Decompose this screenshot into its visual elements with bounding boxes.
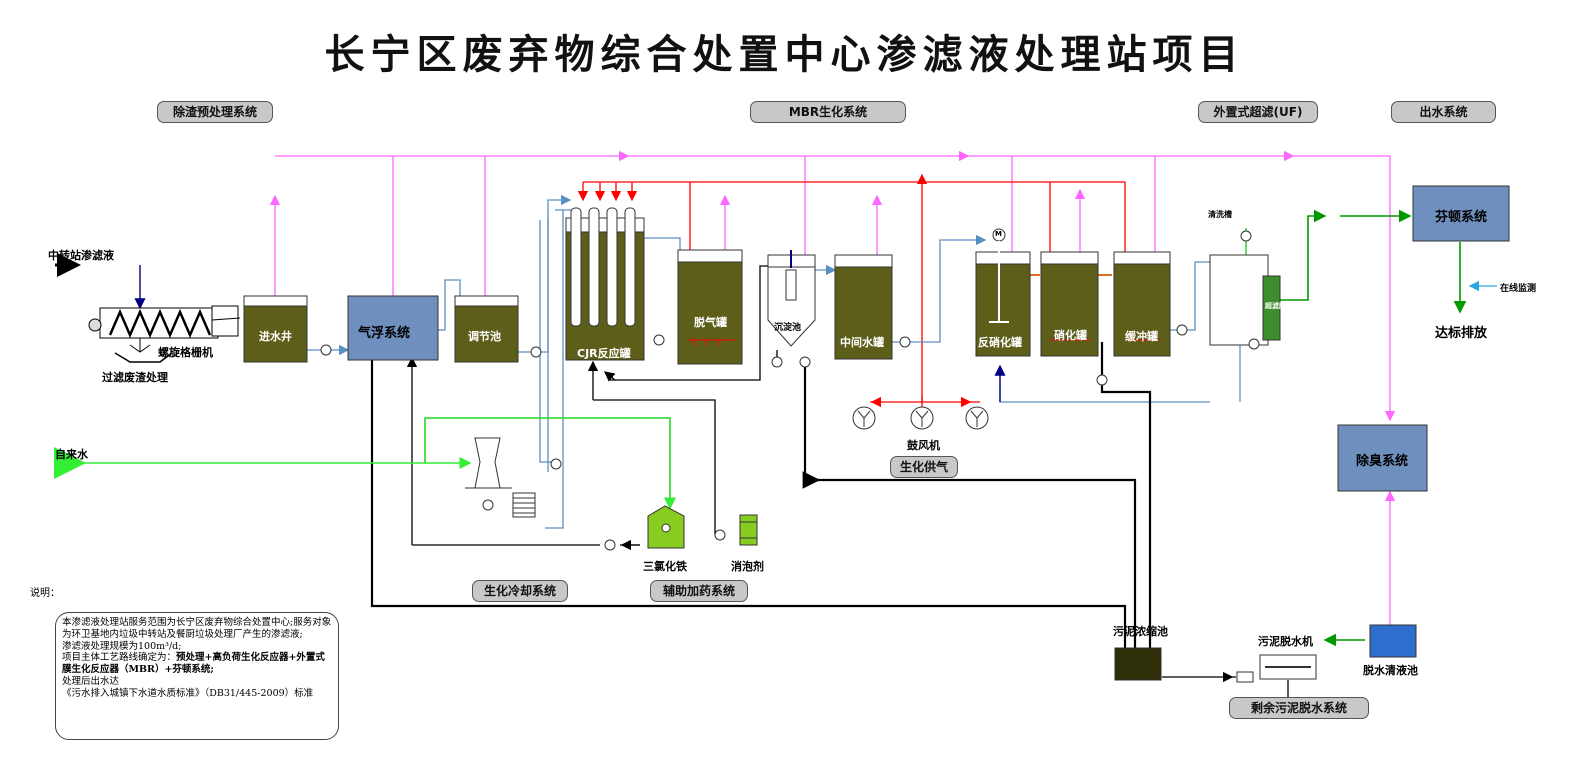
pump-icon (799, 356, 811, 368)
defoamer-tank (739, 514, 758, 546)
residue-basin (114, 338, 173, 363)
effluent-lines (1280, 209, 1467, 647)
defoamer-label: 消泡剂 (731, 560, 764, 573)
filtrate-tank-label: 脱水清液池 (1363, 664, 1418, 677)
tap-water-label: 自来水 (55, 448, 88, 461)
section-uf: 外置式超滤(UF) (1198, 101, 1318, 123)
online-monitor-label: 在线监测 (1500, 284, 1537, 294)
inflow-label: 中转站渗滤液 (48, 249, 114, 262)
note-line-1: 本渗滤液处理站服务范围为长宁区废弃物综合处置中心;服务对象为环卫基地内垃圾中转站… (62, 617, 332, 640)
section-mbr: MBR生化系统 (750, 101, 906, 123)
buffer-label: 缓冲罐 (1125, 330, 1158, 343)
pump-icon (899, 336, 911, 348)
discharge-label: 达标排放 (1435, 326, 1488, 341)
pump-icon (1096, 374, 1108, 386)
sludge-tank-label: 污泥浓缩池 (1113, 625, 1168, 638)
process-water-lines (307, 194, 1241, 529)
section-dosing: 辅助加药系统 (650, 580, 748, 602)
buffer-tank (1113, 251, 1171, 357)
section-air-supply: 生化供气 (890, 456, 958, 478)
return-lines (134, 265, 1006, 402)
equalization-label: 调节池 (468, 330, 501, 343)
degas-label: 脱气罐 (694, 316, 727, 329)
pump-icon (604, 539, 616, 551)
odor-collection-lines (269, 150, 1396, 495)
pump-icon (771, 356, 783, 368)
notes-box: 本渗滤液处理站服务范围为长宁区废弃物综合处置中心;服务对象为环卫基地内垃圾中转站… (55, 612, 339, 740)
page-title: 长宁区废弃物综合处置中心渗滤液处理站项目 (324, 31, 1245, 78)
section-pretreatment: 除渣预处理系统 (157, 101, 273, 123)
notes-title: 说明： (30, 588, 60, 599)
note-line-3a: 项目主体工艺路线确定为： (62, 652, 177, 664)
membrane-label: 超滤膜 (1265, 302, 1286, 310)
sludge-thickener (1114, 647, 1162, 681)
dewater-machine-label: 污泥脱水机 (1258, 635, 1313, 648)
note-line-3b: 预处理+高负荷生化反应器+外置式膜生化反应器（MBR）+芬顿系统; (62, 652, 325, 676)
cjr-label: CJR反应罐 (577, 347, 631, 360)
ferric-tank (647, 505, 685, 549)
pump-icon (320, 344, 332, 356)
cleaning-tank-label: 清洗槽 (1208, 210, 1232, 219)
pump-icon (653, 334, 665, 346)
uf-skid (1209, 230, 1281, 350)
dewater-machine (1236, 654, 1317, 683)
cjr-reactor (565, 207, 645, 361)
denitrification-tank (975, 228, 1031, 357)
pump-icon (714, 529, 726, 541)
residue-label: 过滤废渣处理 (102, 371, 168, 384)
degas-tank (677, 249, 743, 365)
pump-icon (530, 346, 542, 358)
settling-label: 沉淀池 (774, 323, 802, 333)
note-line-5: 《污水排入城镇下水道水质标准》（DB31/445-2009）标准 (62, 687, 314, 699)
fenton-system (1412, 185, 1510, 242)
screen-label: 螺旋格栅机 (158, 346, 213, 359)
blower-label: 鼓风机 (907, 439, 940, 452)
section-effluent: 出水系统 (1391, 101, 1496, 123)
pump-icon (1176, 324, 1188, 336)
spiral-screen (88, 305, 241, 339)
flotation-label: 气浮系统 (358, 326, 411, 341)
filtrate-tank (1369, 624, 1417, 658)
flotation-system (347, 295, 439, 361)
fenton-label: 芬顿系统 (1435, 210, 1488, 225)
middle-tank-label: 中间水罐 (840, 336, 884, 349)
inlet-well (243, 295, 308, 363)
inlet-well-label: 进水井 (259, 330, 292, 343)
section-sludge-dewater: 剩余污泥脱水系统 (1229, 697, 1369, 719)
cooling-tower (465, 437, 562, 518)
denitrification-label: 反硝化罐 (978, 336, 1022, 349)
section-cooling: 生化冷却系统 (472, 580, 568, 602)
deodor-system (1337, 424, 1428, 492)
blower-group (852, 406, 989, 430)
middle-tank (834, 254, 893, 360)
note-line-4: 处理后出水达 (62, 675, 120, 687)
deodor-label: 除臭系统 (1356, 454, 1409, 469)
settling-tank (767, 250, 816, 347)
ferric-label: 三氯化铁 (643, 560, 687, 573)
nitrification-label: 硝化罐 (1054, 329, 1087, 342)
equalization-tank (454, 295, 519, 363)
note-line-2: 渗滤液处理规模为100m³/d; (62, 640, 182, 652)
note-line-3: 项目主体工艺路线确定为：预处理+高负荷生化反应器+外置式膜生化反应器（MBR）+… (62, 652, 332, 676)
nitrification-tank (1040, 251, 1099, 357)
motor-label: M (995, 230, 1002, 238)
